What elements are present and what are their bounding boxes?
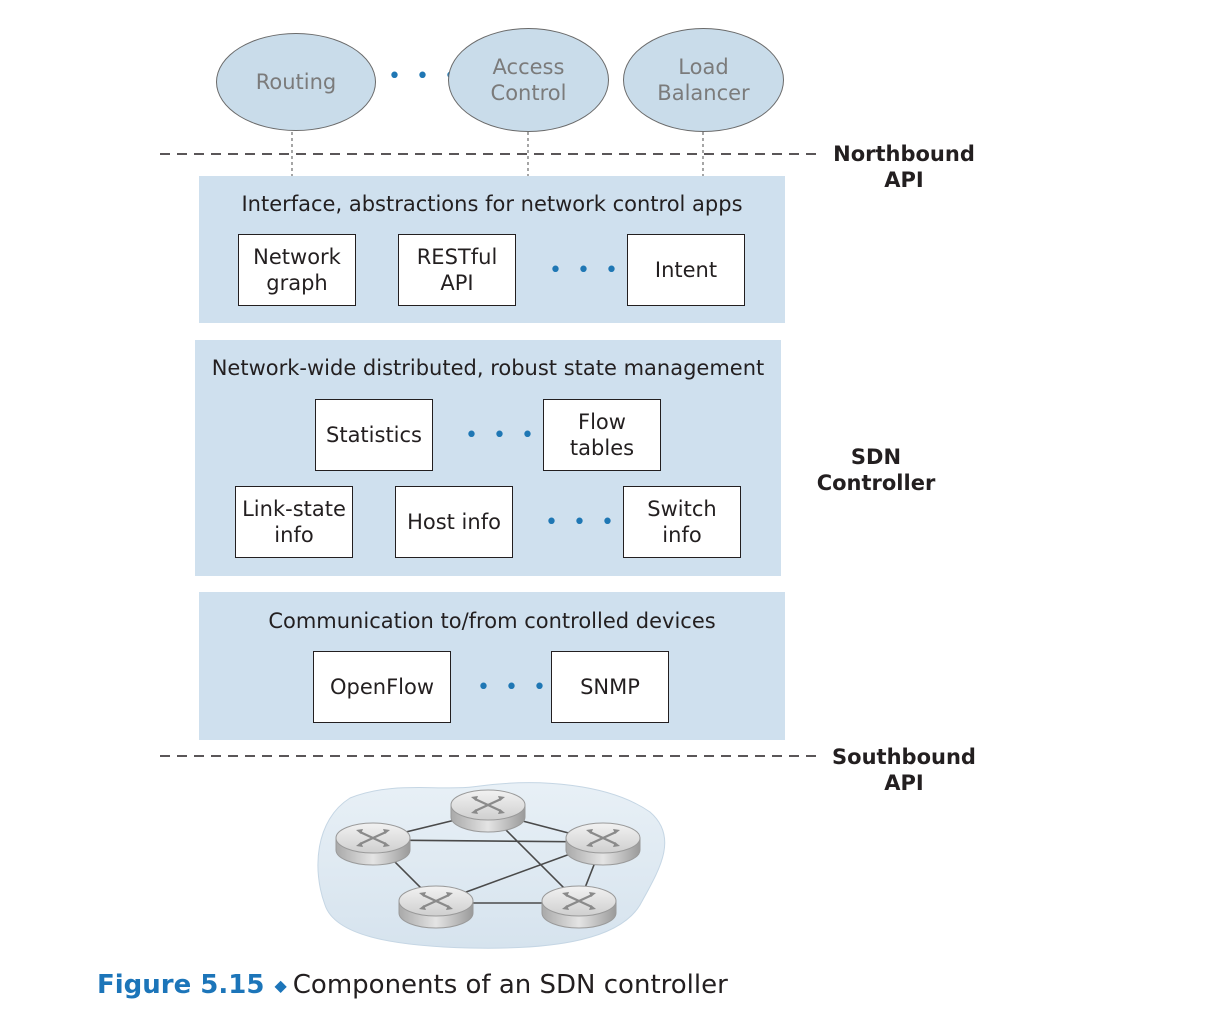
app-access-control: Access Control (448, 28, 609, 132)
figure-number: Figure 5.15 (97, 970, 265, 1000)
sdn-controller-label: SDN Controller (816, 445, 936, 495)
apps-ellipsis: • • • (388, 64, 461, 89)
app-access-control-label: Access Control (490, 55, 567, 105)
diamond-icon: ◆ (274, 976, 287, 995)
interface-layer: Interface, abstractions for network cont… (199, 176, 785, 323)
host-info-box: Host info (395, 486, 513, 558)
switch-icon (564, 821, 642, 867)
interface-ellipsis: • • • (549, 258, 622, 283)
app-routing: Routing (216, 33, 376, 131)
switch-icon (334, 821, 412, 867)
app-routing-label: Routing (255, 70, 337, 94)
switch-icon (540, 884, 618, 930)
switch-icon (449, 788, 527, 834)
state-management-layer: Network-wide distributed, robust state m… (195, 340, 781, 576)
openflow-box: OpenFlow (313, 651, 451, 723)
app-load-balancer: Load Balancer (623, 28, 784, 132)
snmp-box: SNMP (551, 651, 669, 723)
interface-layer-title: Interface, abstractions for network cont… (241, 192, 743, 216)
figure-caption-text: Components of an SDN controller (292, 970, 728, 1000)
network-graph-box: Network graph (238, 234, 356, 306)
link-state-info-box: Link-state info (235, 486, 353, 558)
state-management-title: Network-wide distributed, robust state m… (211, 356, 765, 380)
state-ellipsis-top: • • • (465, 423, 538, 448)
figure-caption: Figure 5.15 ◆ Components of an SDN control… (97, 970, 728, 1000)
state-ellipsis-bottom: • • • (545, 510, 618, 535)
app-load-balancer-label: Load Balancer (657, 55, 750, 105)
statistics-box: Statistics (315, 399, 433, 471)
restful-api-box: RESTful API (398, 234, 516, 306)
intent-box: Intent (627, 234, 745, 306)
southbound-api-label: Southbound API (832, 745, 976, 795)
northbound-api-label: Northbound API (833, 142, 975, 192)
communication-layer: Communication to/from controlled devices… (199, 592, 785, 740)
communication-ellipsis: • • • (477, 675, 550, 700)
switch-icon (397, 884, 475, 930)
communication-layer-title: Communication to/from controlled devices (268, 609, 716, 633)
flow-tables-box: Flow tables (543, 399, 661, 471)
switch-info-box: Switch info (623, 486, 741, 558)
